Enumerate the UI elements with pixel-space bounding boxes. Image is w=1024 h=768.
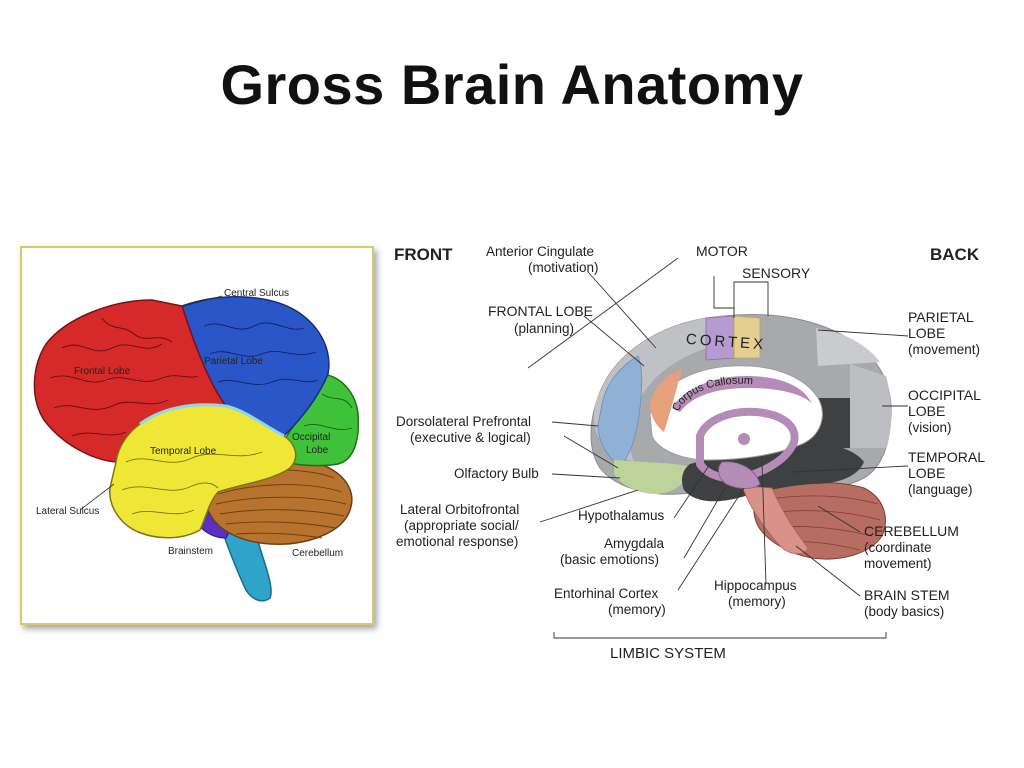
occipital-label-line1: Occipital — [292, 432, 330, 443]
entorhinal-desc: (memory) — [608, 602, 666, 617]
occipital-lobe-medial-label2: LOBE — [908, 403, 945, 419]
occipital-lobe-medial-label: OCCIPITAL — [908, 387, 981, 403]
temporal-lobe-medial-label2: LOBE — [908, 465, 945, 481]
frontal-lobe-medial-desc: (planning) — [514, 321, 574, 336]
occipital-lobe-shape — [273, 373, 360, 467]
temporal-gyri — [121, 451, 263, 515]
lateral-sulcus-label: Lateral Sulcus — [36, 506, 99, 517]
frontal-lobe-label: Frontal Lobe — [74, 366, 131, 377]
occipital-gyri — [303, 393, 353, 430]
lateral-brain-figure: Central Sulcus Frontal Lobe Parietal Lob… — [20, 246, 374, 625]
dorsolateral-desc: (executive & logical) — [410, 430, 531, 445]
sensory-strip — [733, 315, 761, 359]
hippocampus-shape — [718, 461, 761, 489]
medial-brain-illustration: Corpus Callosum CORTEX — [394, 243, 985, 662]
lateral-orbitofrontal-label: Lateral Orbitofrontal — [400, 502, 519, 517]
parietal-gyri — [203, 322, 319, 385]
cingulate-orange — [650, 368, 682, 432]
parietal-lobe-medial-label2: LOBE — [908, 325, 945, 341]
back-label: BACK — [930, 245, 980, 264]
frontal-gyri — [49, 317, 199, 437]
dorsolateral-label: Dorsolateral Prefrontal — [396, 414, 531, 429]
temporal-lobe-label: Temporal Lobe — [150, 446, 217, 457]
amygdala-desc: (basic emotions) — [560, 552, 659, 567]
temporal-lobe-medial-desc: (language) — [908, 482, 973, 497]
brain-stem-shape-medial — [741, 485, 809, 555]
hippocampus-label: Hippocampus — [714, 578, 797, 593]
entorhinal-label: Entorhinal Cortex — [554, 586, 659, 601]
corpus-callosum-shape — [672, 376, 812, 412]
central-sulcus-label: Central Sulcus — [224, 288, 289, 299]
slide-title: Gross Brain Anatomy — [220, 53, 804, 116]
parietal-lobe-medial-desc: (movement) — [908, 342, 980, 357]
sensory-label: SENSORY — [742, 265, 811, 281]
lateral-orbitofrontal-desc2: emotional response) — [396, 534, 518, 549]
thalamus-dot — [738, 433, 750, 445]
cerebellum-medial-desc2: movement) — [864, 556, 932, 571]
cortex-label: CORTEX — [685, 331, 766, 354]
occipital-region — [850, 364, 892, 448]
cerebellum-medial-label: CEREBELLUM — [864, 523, 959, 539]
parietal-back-region — [816, 328, 880, 366]
cerebellum-label: Cerebellum — [292, 548, 343, 559]
occipital-label-line2: Lobe — [306, 445, 329, 456]
cerebellum-medial-desc1: (coordinate — [864, 540, 932, 555]
motor-label: MOTOR — [696, 243, 748, 259]
lateral-pointer-lines — [79, 295, 223, 511]
parietal-lobe-medial-label: PARIETAL — [908, 309, 974, 325]
parietal-lobe-label: Parietal Lobe — [204, 356, 263, 367]
frontal-lobe-medial-label: FRONTAL LOBE — [488, 303, 593, 319]
lateral-brain-illustration: Central Sulcus Frontal Lobe Parietal Lob… — [33, 288, 360, 602]
anterior-cingulate-desc: (motivation) — [528, 260, 599, 275]
dorsolateral-region — [597, 355, 643, 467]
anterior-cingulate-label: Anterior Cingulate — [486, 244, 594, 259]
occipital-lobe-medial-desc: (vision) — [908, 420, 952, 435]
brain-stem-medial-desc: (body basics) — [864, 604, 944, 619]
limbic-system-label: LIMBIC SYSTEM — [610, 645, 726, 662]
olfactory-label: Olfactory Bulb — [454, 466, 539, 481]
hippocampus-desc: (memory) — [728, 594, 786, 609]
brainstem-label: Brainstem — [168, 546, 213, 557]
orbitofrontal-region — [614, 460, 689, 494]
hypothalamus-label: Hypothalamus — [578, 508, 665, 523]
front-label: FRONT — [394, 245, 453, 264]
amygdala-label: Amygdala — [604, 536, 665, 551]
medial-brain-figure: Corpus Callosum CORTEX — [388, 236, 1000, 666]
lateral-orbitofrontal-desc1: (appropriate social/ — [404, 518, 519, 533]
brain-stem-medial-label: BRAIN STEM — [864, 587, 950, 603]
brainstem-shape — [220, 525, 272, 602]
medial-pointer-lines — [527, 257, 909, 639]
temporal-lobe-medial-label: TEMPORAL — [908, 449, 985, 465]
temporal-highlight — [139, 403, 285, 438]
